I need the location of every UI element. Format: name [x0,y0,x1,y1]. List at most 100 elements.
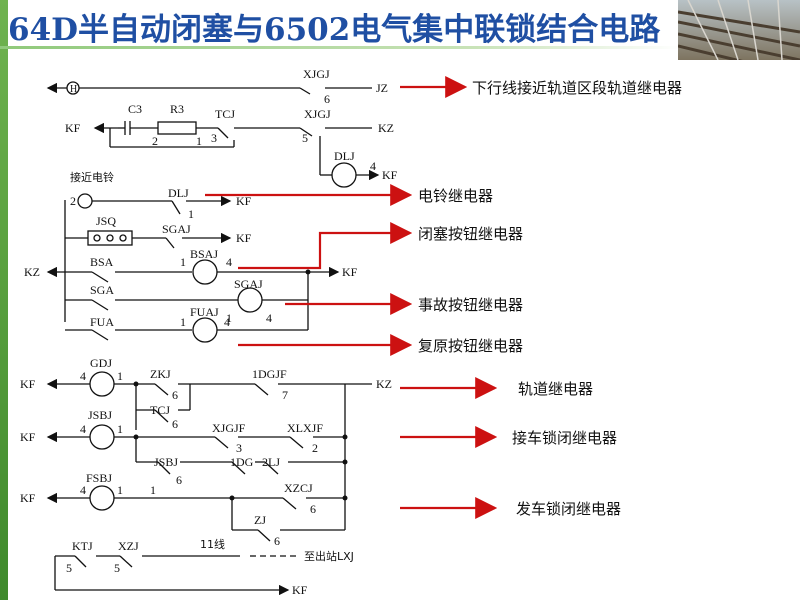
label-r3: R3 [170,102,184,116]
label-zj: ZJ [254,513,266,527]
label-fsbj: FSBJ [86,471,112,485]
label-jsbj-2: JSBJ [154,455,178,469]
label-fuaj: FUAJ [190,305,219,319]
label-xzcj: XZCJ [284,481,313,495]
label-jsbj-1: JSBJ [88,408,112,422]
page-title: 64D半自动闭塞与6502电气集中联锁结合电路 [8,12,661,48]
label-gdj: GDJ [90,356,112,370]
label-bsa: BSA [90,255,114,269]
jsbj-relay-coil-icon [89,424,115,450]
label-pin-1e: 1 [180,315,186,329]
label-pin-6b: 6 [172,388,178,402]
label-pin-4c: 4 [266,311,272,325]
annotation-depart-lock-relay: 发车锁闭继电器 [516,500,621,518]
label-pin-1b: 1 [188,207,194,221]
label-pin-3b: 3 [236,441,242,455]
label-pin-4a: 4 [370,159,376,173]
label-kz-2: KZ [24,265,40,279]
label-pin-6c: 6 [172,417,178,431]
label-2lj: 2LJ [262,455,280,469]
annotation-block-button-relay: 闭塞按钮继电器 [418,225,523,243]
annotation-reset-button-relay: 复原按钮继电器 [418,337,523,355]
annotation-approach-track-relay: 下行线接近轨道区段轨道继电器 [472,79,682,97]
railway-track-photo [678,0,800,60]
label-pin-1f: 1 [117,369,123,383]
label-kz-1: KZ [378,121,394,135]
label-xjgj-2: XJGJ [304,107,331,121]
annotation-track-relay: 轨道继电器 [518,380,593,398]
label-pin-7a: 7 [282,388,288,402]
label-1dgjf: 1DGJF [252,367,287,381]
label-pin-6d: 6 [176,473,182,487]
fsbj-relay-coil-icon [89,485,115,511]
label-sgaj-1: SGAJ [162,222,191,236]
annotation-receive-lock-relay: 接车锁闭继电器 [512,429,617,447]
annotation-bell-relay: 电铃继电器 [418,187,493,205]
label-kf-6: KF [20,377,36,391]
label-kf-1: KF [65,121,81,135]
fuaj-relay-coil-icon [192,317,218,343]
label-pin-2a: 2 [152,134,158,148]
label-sgaj-2: SGAJ [234,277,263,291]
label-sga: SGA [90,283,114,297]
label-pin-2c: 2 [312,441,318,455]
label-kf-7: KF [20,430,36,444]
label-bell: 接近电铃 [70,170,114,184]
label-xzj: XZJ [118,539,139,553]
sgaj-relay-coil-icon [237,287,263,313]
bell-icon [77,193,93,209]
label-kf-9: KF [292,583,308,597]
label-pin-4d: 4 [224,315,230,329]
label-dlj-1: DLJ [334,149,355,163]
label-zkj: ZKJ [150,367,171,381]
label-pin-5a: 5 [302,131,308,145]
left-accent-bar [0,0,8,600]
label-jz: JZ [376,81,388,95]
label-jsq: JSQ [96,214,116,228]
label-wire-11: 11线 [200,537,225,551]
label-pin-5b: 5 [66,561,72,575]
label-kf-8: KF [20,491,36,505]
label-pin-3a: 3 [211,131,217,145]
label-fua: FUA [90,315,114,329]
label-pin-1i: 1 [150,483,156,497]
label-c3: C3 [128,102,142,116]
label-pin-1g: 1 [117,422,123,436]
label-pin-1h: 1 [117,483,123,497]
title-underline [0,46,680,49]
label-pin-2b: 2 [70,194,76,208]
label-h: H [70,84,77,95]
h-terminal-icon [66,81,80,95]
label-1dg: 1DG [230,455,254,469]
label-kz-3: KZ [376,377,392,391]
label-xjgj-1: XJGJ [303,67,330,81]
label-pin-4g: 4 [80,483,86,497]
label-to-lxj: 至出站LXJ [304,549,354,563]
annotation-accident-button-relay: 事故按钮继电器 [418,296,523,314]
dlj-relay-coil-icon [331,162,357,188]
bsaj-relay-coil-icon [192,259,218,285]
label-tcj-1: TCJ [215,107,235,121]
label-kf-2: KF [382,168,398,182]
label-kf-4: KF [236,231,252,245]
label-bsaj: BSAJ [190,247,218,261]
label-kf-5: KF [342,265,358,279]
label-pin-1a: 1 [196,134,202,148]
label-pin-4e: 4 [80,369,86,383]
label-xjgjf: XJGJF [212,421,246,435]
gdj-relay-coil-icon [89,371,115,397]
label-ktj: KTJ [72,539,93,553]
label-dlj-2: DLJ [168,186,189,200]
label-pin-6e: 6 [310,502,316,516]
label-xlxjf: XLXJF [287,421,323,435]
label-pin-6f: 6 [274,534,280,548]
label-kf-3: KF [236,194,252,208]
label-pin-1d: 1 [226,311,232,325]
label-tcj-2: TCJ [150,403,170,417]
label-contact-6a: 6 [324,92,330,106]
label-pin-5c: 5 [114,561,120,575]
label-pin-4f: 4 [80,422,86,436]
label-pin-4b: 4 [226,255,232,269]
label-pin-1c: 1 [180,255,186,269]
